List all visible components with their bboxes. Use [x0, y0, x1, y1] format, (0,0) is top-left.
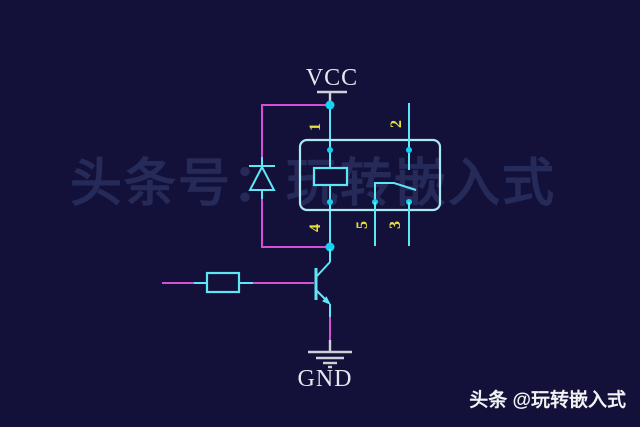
pin-label-2: 2: [388, 120, 405, 128]
center-watermark-text: 头条号：玩转嵌入式: [70, 157, 556, 211]
relay-fixed-contact: [406, 103, 412, 170]
emitter-arrow: [322, 296, 331, 305]
flyback-diode-icon: [248, 157, 276, 199]
resistor-icon: [205, 271, 241, 294]
vcc-power-symbol: VCC: [306, 65, 358, 102]
gnd-label: GND: [298, 366, 353, 392]
pin-label-3: 3: [387, 221, 404, 229]
relay-switch-arm-icon: [372, 182, 417, 205]
pin-label-4: 4: [307, 224, 324, 232]
pin-label-1: 1: [307, 123, 324, 131]
pin-label-5: 5: [354, 221, 371, 229]
corner-watermark-text: 头条 @玩转嵌入式: [469, 390, 626, 411]
gnd-symbol: GND: [298, 350, 353, 392]
relay-pin-labels: 1 2 4 5 3: [307, 120, 405, 232]
relay-component: [298, 103, 442, 246]
relay-outline: [298, 138, 442, 212]
base-resistor-network: [162, 271, 314, 294]
junction-dot-top: [325, 100, 335, 110]
vcc-label: VCC: [306, 65, 358, 91]
diode-branch-wire: [261, 104, 327, 248]
npn-transistor-icon: [314, 249, 331, 305]
junction-dot-collector: [325, 242, 335, 252]
relay-coil-icon: [312, 166, 349, 187]
